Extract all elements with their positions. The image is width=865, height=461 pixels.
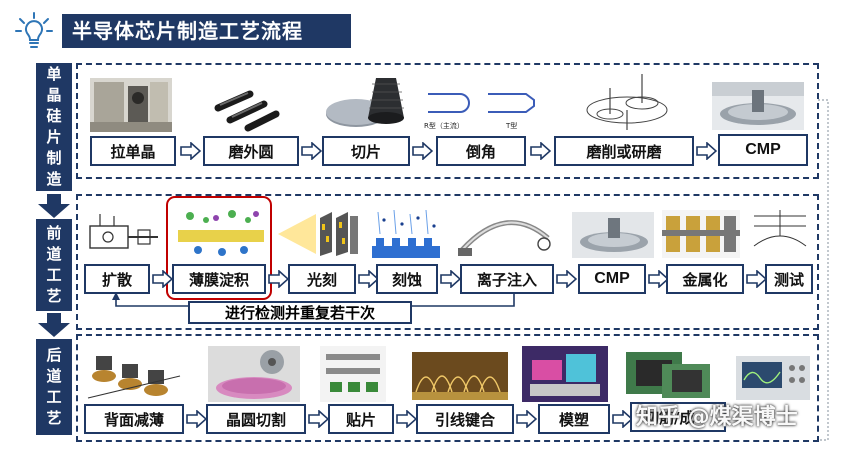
chevron-right-icon xyxy=(301,142,322,160)
down-arrow-icon xyxy=(38,313,70,337)
step-cmp-front-end: CMP xyxy=(578,264,646,294)
image-ion-implant xyxy=(456,208,556,260)
watermark: 知乎 @煤渠博士 xyxy=(636,405,798,430)
image-cmp-front-end xyxy=(572,212,654,258)
chevron-right-icon xyxy=(180,142,201,160)
chevron-right-icon xyxy=(412,142,433,160)
image-grinding-diagram xyxy=(580,70,674,132)
image-cmp-machine xyxy=(712,82,804,130)
chevron-right-icon xyxy=(612,410,633,428)
step-etching: 刻蚀 xyxy=(376,264,438,294)
stage-label-back-end: 后道 工艺 xyxy=(36,339,72,435)
image-thin-film-deposition xyxy=(176,206,266,262)
step-wafer-dicing: 晶圆切割 xyxy=(206,404,306,434)
step-metallization: 金属化 xyxy=(666,264,744,294)
chevron-right-icon xyxy=(440,270,461,288)
image-etching xyxy=(370,208,442,262)
chevron-right-icon xyxy=(186,410,207,428)
chevron-right-icon xyxy=(746,270,767,288)
image-wire-bonding xyxy=(412,352,508,400)
step-ion-implantation: 离子注入 xyxy=(460,264,554,294)
step-slicing: 切片 xyxy=(322,136,410,166)
repeat-inspection-label: 进行检测并重复若干次 xyxy=(188,301,412,324)
chamfer-label-t: T型 xyxy=(505,121,517,130)
step-molding: 模塑 xyxy=(538,404,610,434)
image-trim-form xyxy=(622,346,714,402)
stage-label-front-end: 前道 工艺 xyxy=(36,219,72,311)
step-diffusion: 扩散 xyxy=(84,264,150,294)
step-testing: 测试 xyxy=(765,264,813,294)
down-arrow-icon xyxy=(38,194,70,218)
image-chamfer-profiles: R型（主流） T型 xyxy=(422,80,544,132)
row-front-end-process xyxy=(76,194,819,330)
step-wire-bonding: 引线键合 xyxy=(416,404,514,434)
step-die-attach: 贴片 xyxy=(328,404,394,434)
connector-line xyxy=(818,99,829,441)
chevron-right-icon xyxy=(396,410,417,428)
step-trim-form: 切筋/成 xyxy=(630,402,726,432)
stage-label-wafer: 单晶 硅片 制造 xyxy=(36,63,72,191)
chevron-right-icon xyxy=(152,270,173,288)
step-od-grinding: 磨外圆 xyxy=(203,136,299,166)
step-grinding-lapping: 磨削或研磨 xyxy=(554,136,694,166)
image-test-equipment xyxy=(736,356,810,400)
image-lithography xyxy=(276,208,360,260)
highlight-thin-film-deposition xyxy=(166,196,272,300)
lightbulb-icon xyxy=(15,12,53,48)
chevron-right-icon xyxy=(308,410,329,428)
image-wire-saw xyxy=(322,74,408,132)
chevron-right-icon xyxy=(696,142,717,160)
page-title: 半导体芯片制造工艺流程 xyxy=(62,14,351,48)
chevron-right-icon xyxy=(516,410,537,428)
image-testing xyxy=(750,206,810,258)
image-ingot-rods xyxy=(210,86,282,132)
image-die-attach xyxy=(320,346,386,402)
chevron-right-icon xyxy=(530,142,551,160)
row-wafer-manufacturing xyxy=(76,63,819,179)
step-cmp-wafer: CMP xyxy=(718,134,808,166)
step-crystal-pulling: 拉单晶 xyxy=(90,136,176,166)
image-diffusion-furnace xyxy=(86,208,162,258)
chamfer-label-r: R型（主流） xyxy=(424,121,464,130)
step-lithography: 光刻 xyxy=(288,264,356,294)
chevron-right-icon xyxy=(268,270,289,288)
step-thin-film-deposition: 薄膜淀积 xyxy=(172,264,266,294)
step-chamfering: 倒角 xyxy=(436,136,526,166)
chevron-right-icon xyxy=(648,270,669,288)
chevron-right-icon xyxy=(358,270,379,288)
step-back-thinning: 背面减薄 xyxy=(84,404,184,434)
loop-back-connector xyxy=(112,292,515,307)
image-molding xyxy=(522,346,608,402)
image-wafer-dicing xyxy=(208,346,300,402)
row-back-end-process xyxy=(76,334,819,442)
image-metallization xyxy=(662,210,740,258)
image-crystal-puller xyxy=(90,78,172,132)
chevron-right-icon xyxy=(556,270,577,288)
image-back-grinding xyxy=(86,346,182,402)
